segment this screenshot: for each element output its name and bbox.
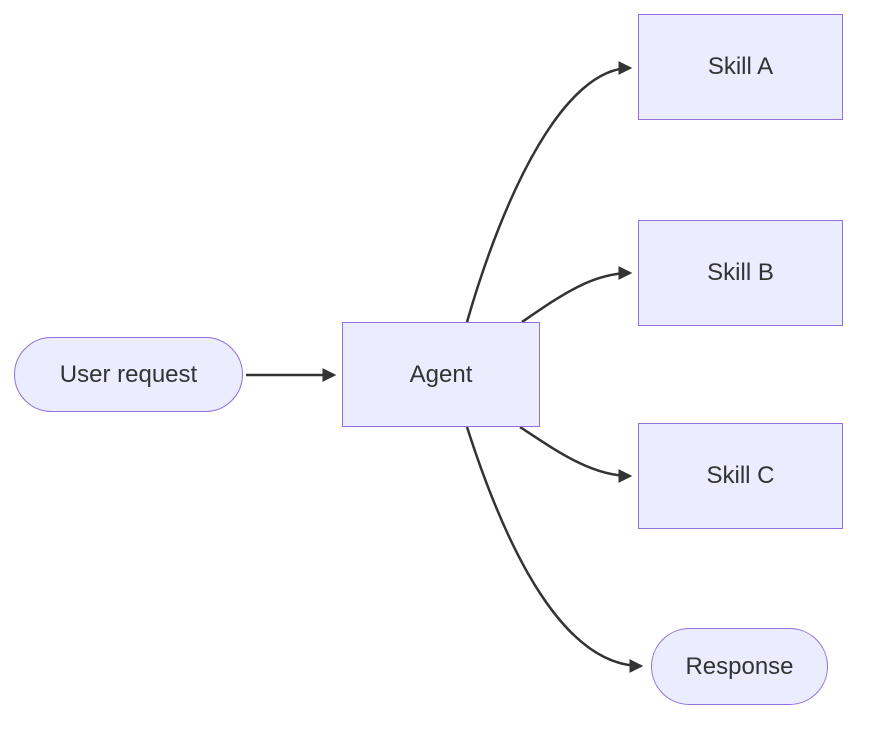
node-skill-b: Skill B (638, 220, 843, 326)
node-agent: Agent (342, 322, 540, 427)
node-skill-c: Skill C (638, 423, 843, 529)
node-skill-a-label: Skill A (707, 53, 774, 80)
node-agent-label: Agent (409, 360, 473, 388)
node-user-request: User request (14, 337, 243, 412)
node-user-request-label: User request (59, 360, 198, 388)
node-skill-a: Skill A (638, 14, 843, 120)
node-response: Response (651, 628, 828, 705)
edge-agent-to-skill-c (519, 425, 633, 483)
edge-agent-to-skill-b (521, 266, 633, 324)
node-response-label: Response (685, 652, 794, 680)
edge-agent-to-response (465, 426, 644, 673)
edge-agent-to-skill-a (465, 61, 633, 323)
node-skill-c-label: Skill C (706, 462, 775, 489)
node-skill-b-label: Skill B (707, 259, 774, 286)
